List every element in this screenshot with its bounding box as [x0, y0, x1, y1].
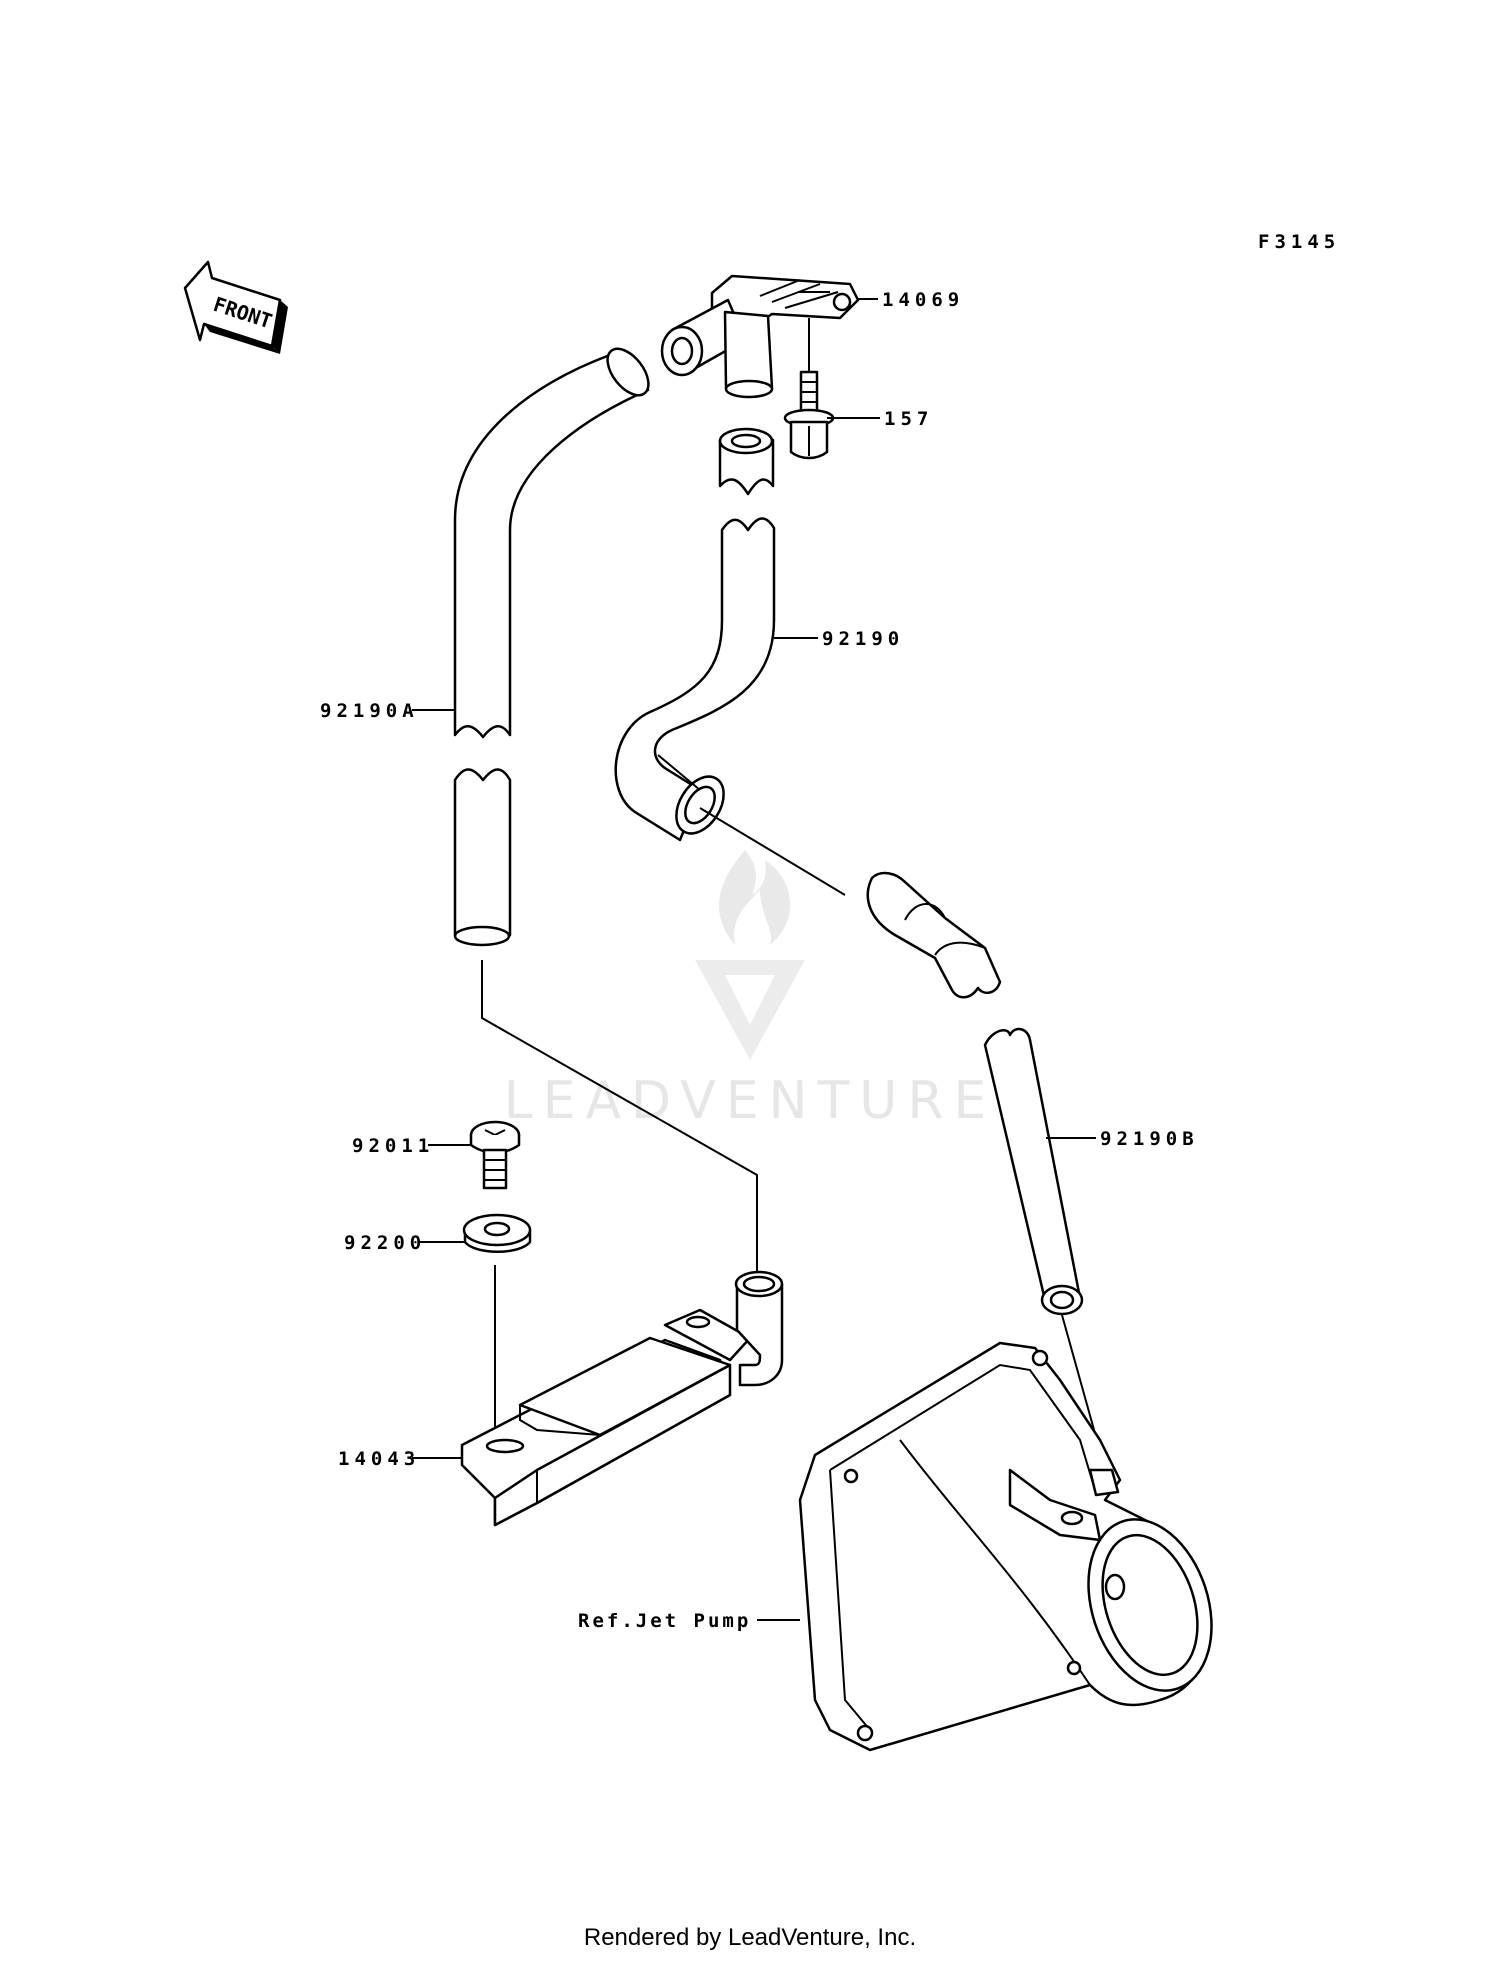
figure-code: F3145 — [1258, 231, 1340, 253]
box-14043: 14043 — [338, 1270, 784, 1527]
label-92190b: 92190B — [1100, 1128, 1199, 1150]
label-92190a: 92190A — [320, 700, 419, 722]
label-92200: 92200 — [344, 1232, 426, 1254]
washer-92200: 92200 — [344, 1213, 532, 1445]
hose-92190a: 92190A — [320, 347, 758, 1278]
watermark-text: LEADVENTURE — [504, 1071, 997, 1131]
screw-92011: 92011 — [352, 1120, 521, 1190]
footer-credit: Rendered by LeadVenture, Inc. — [584, 1924, 916, 1951]
hose-92190b: 92190B — [983, 1027, 1199, 1481]
label-14069: 14069 — [882, 289, 964, 311]
jet-pump: Ref.Jet Pump — [578, 1341, 1213, 1752]
bolt-157: 157 — [783, 318, 933, 460]
label-92011: 92011 — [352, 1135, 434, 1157]
label-ref-jet-pump: Ref.Jet Pump — [578, 1610, 751, 1632]
front-arrow-icon: FRONT — [183, 260, 288, 354]
label-14043: 14043 — [338, 1448, 420, 1470]
watermark-v-icon — [695, 960, 805, 1060]
label-157: 157 — [884, 408, 933, 430]
watermark-flame-icon — [718, 850, 791, 945]
hose-92190: 92190 — [614, 427, 1002, 999]
label-92190: 92190 — [822, 628, 904, 650]
watermark: LEADVENTURE — [504, 850, 997, 1131]
fitting-14069: 14069 — [660, 274, 964, 399]
